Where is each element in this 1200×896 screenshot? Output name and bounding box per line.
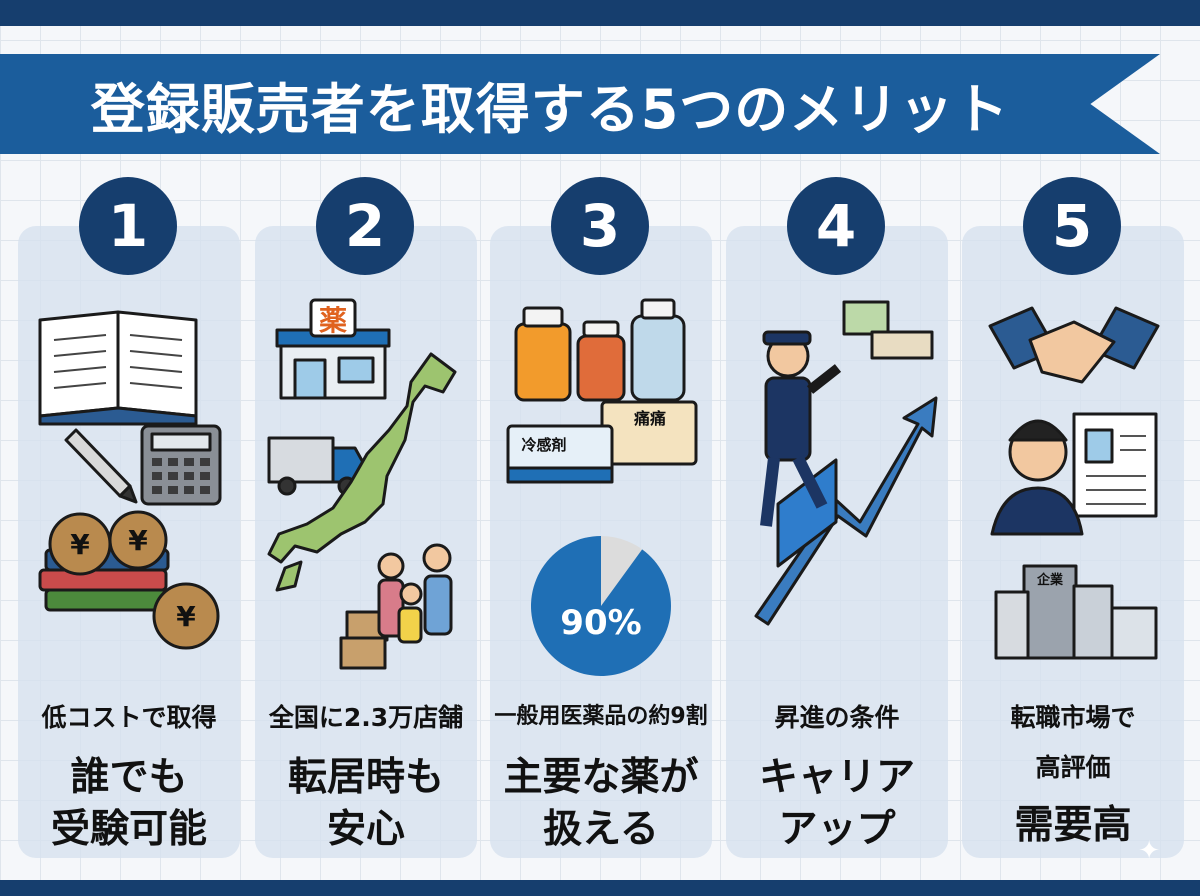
handshake-resume-icon: 企業 [988, 306, 1160, 660]
store-sign: 薬 [319, 304, 347, 337]
svg-text:¥: ¥ [70, 528, 90, 561]
bottom-bar [0, 880, 1200, 896]
merit-headline-4b: アップ [778, 807, 896, 852]
pie-chart-slice [531, 536, 671, 676]
page-title: 登録販売者を取得する5つのメリット [90, 77, 1010, 141]
career-up-icon [754, 300, 938, 626]
merit-headline-1a: 誰でも [70, 755, 188, 800]
merit-subtitle-4: 昇進の条件 [774, 703, 900, 732]
japan-map-store-icon: 薬 [267, 298, 457, 670]
box-label-pain: 痛痛 [633, 409, 666, 428]
merit-subtitle-1: 低コストで取得 [41, 703, 217, 732]
merit-headline-5: 需要高 [1014, 803, 1132, 848]
merit-number-1: 1 [79, 177, 177, 275]
merit-headline-2b: 安心 [326, 807, 405, 852]
merit-number-5: 5 [1023, 177, 1121, 275]
medicine-pie-icon: 痛痛 冷感剤 90% [506, 298, 698, 676]
box-label-cold: 冷感剤 [521, 436, 566, 454]
merit-headline-4a: キャリア [758, 755, 915, 800]
building-label: 企業 [1036, 572, 1064, 588]
top-bar [0, 0, 1200, 26]
svg-text:¥: ¥ [176, 600, 196, 633]
svg-text:¥: ¥ [128, 524, 148, 557]
merit-subtitle-5b: 高評価 [1035, 753, 1111, 782]
merit-headline-2a: 転居時も [287, 755, 444, 800]
sparkle-icon: ✦ [1138, 836, 1160, 866]
merit-subtitle-2: 全国に2.3万店舗 [268, 703, 464, 732]
merit-subtitle-3: 一般用医薬品の約9割 [494, 704, 708, 729]
merit-number-4: 4 [787, 177, 885, 275]
title-banner [0, 54, 1160, 154]
merit-number-2: 2 [316, 177, 414, 275]
pie-chart-label: 90% [560, 603, 641, 643]
merit-headline-1b: 受験可能 [50, 807, 207, 852]
merit-headline-3a: 主要な薬が [503, 755, 699, 800]
merit-number-3: 3 [551, 177, 649, 275]
merit-subtitle-5a: 転職市場で [1010, 703, 1136, 732]
merit-headline-3b: 扱える [543, 807, 659, 852]
book-calculator-yen-icon: ¥ ¥ ¥ [38, 310, 222, 650]
